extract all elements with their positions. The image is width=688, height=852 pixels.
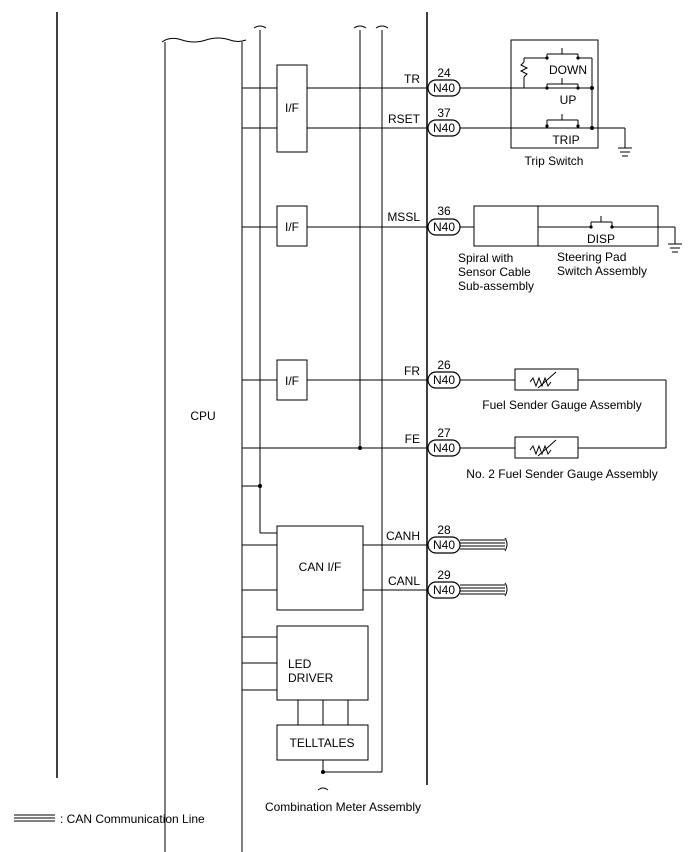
pin-28: 28 [437,523,451,537]
pin-29: 29 [437,568,451,582]
conn-canl: N40 [433,583,455,597]
led-driver-line2: DRIVER [288,671,334,685]
pin-36: 36 [437,204,451,218]
fuel-sender-1-label: Fuel Sender Gauge Assembly [482,398,641,412]
signal-fe: FE [405,432,420,446]
steering-line1: Steering Pad [557,250,626,264]
connector-mssl [427,218,461,236]
connector-fe [427,439,461,457]
connector-canh [427,536,461,554]
pin-27: 27 [437,426,451,440]
trip-switch-label: Trip Switch [525,154,584,168]
connector-tr [427,79,461,97]
if2-label: I/F [285,220,299,234]
if3-label: I/F [285,374,299,388]
signal-mssl: MSSL [387,210,420,224]
spiral-line2: Sensor Cable [458,265,531,279]
cpu-label: CPU [190,409,215,423]
conn-rset: N40 [433,121,455,135]
pin-24: 24 [437,66,451,80]
conn-fr: N40 [433,373,455,387]
trip-up-label: UP [560,93,577,107]
pin-26: 26 [437,358,451,372]
conn-tr: N40 [433,81,455,95]
steering-line2: Switch Assembly [557,264,647,278]
signal-fr: FR [404,364,420,378]
connector-fr [427,371,461,389]
cpu-box [164,42,243,852]
disp-label: DISP [587,232,615,246]
connector-rset [427,119,461,137]
pin-37: 37 [437,106,451,120]
fuel-sender-2-label: No. 2 Fuel Sender Gauge Assembly [466,467,657,481]
conn-fe: N40 [433,441,455,455]
spiral-line3: Sub-assembly [458,279,534,293]
if1-label: I/F [285,101,299,115]
legend-label: : CAN Communication Line [60,812,205,826]
meter-assembly-label: Combination Meter Assembly [265,800,421,814]
signal-rset: RSET [388,112,421,126]
connector-canl [427,581,461,599]
telltales-label: TELLTALES [290,736,355,750]
signal-canl: CANL [388,574,420,588]
can-if-label: CAN I/F [299,560,342,574]
signal-canh: CANH [386,529,420,543]
led-driver-line1: LED [288,657,312,671]
spiral-line1: Spiral with [458,251,513,265]
signal-tr: TR [404,72,420,86]
conn-canh: N40 [433,538,455,552]
trip-down-label: DOWN [549,63,587,77]
trip-trip-label: TRIP [552,133,579,147]
conn-mssl: N40 [433,220,455,234]
